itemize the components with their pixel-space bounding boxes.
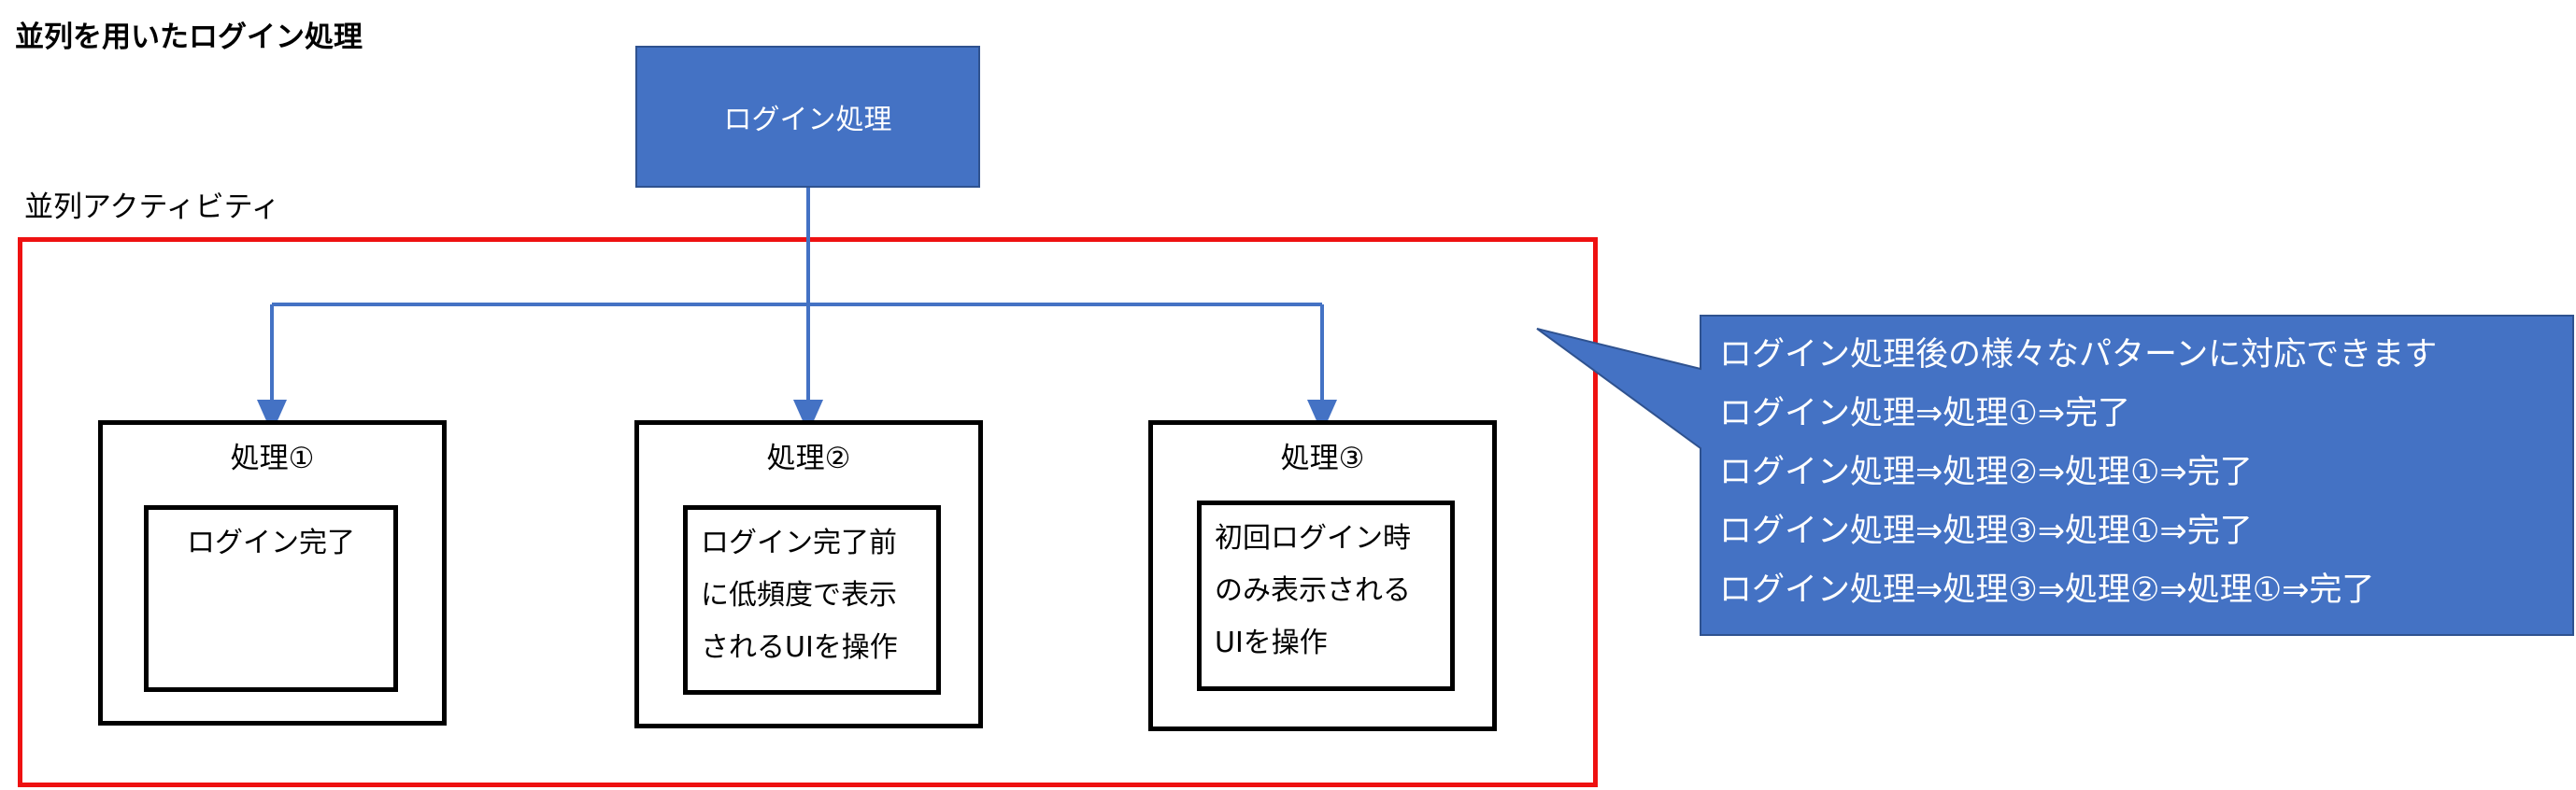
process-3-line: 初回ログイン時 bbox=[1215, 522, 1411, 555]
process-3-label: 処理③ bbox=[1280, 442, 1365, 475]
process-1-line: ログイン完了 bbox=[187, 527, 355, 559]
process-1-label: 処理① bbox=[230, 442, 315, 475]
process-2-detail-box: ログイン完了前 に低頻度で表示 されるUIを操作 bbox=[683, 505, 941, 695]
callout-shape bbox=[1536, 315, 2574, 636]
process-2-label: 処理② bbox=[766, 442, 851, 475]
login-process-label: ログイン処理 bbox=[723, 104, 892, 136]
process-3-detail-box: 初回ログイン時 のみ表示される UIを操作 bbox=[1197, 501, 1455, 691]
process-1-detail: ログイン完了 bbox=[149, 510, 393, 577]
callout-line: ログイン処理⇒処理①⇒完了 bbox=[1719, 395, 2131, 432]
login-process-box: ログイン処理 bbox=[635, 46, 980, 188]
process-3-line: UIを操作 bbox=[1215, 627, 1328, 659]
parallel-activity-label: 並列アクティビティ bbox=[24, 190, 280, 224]
process-2-line: ログイン完了前 bbox=[701, 527, 897, 559]
callout-line: ログイン処理⇒処理③⇒処理②⇒処理①⇒完了 bbox=[1719, 571, 2375, 609]
callout-text: ログイン処理後の様々なパターンに対応できます ログイン処理⇒処理①⇒完了 ログイ… bbox=[1702, 316, 2573, 635]
process-2-line: に低頻度で表示 bbox=[701, 579, 897, 612]
callout-line: ログイン処理⇒処理②⇒処理①⇒完了 bbox=[1719, 454, 2253, 491]
process-2-detail: ログイン完了前 に低頻度で表示 されるUIを操作 bbox=[688, 510, 936, 682]
callout-line: ログイン処理後の様々なパターンに対応できます bbox=[1719, 336, 2438, 374]
process-3-detail: 初回ログイン時 のみ表示される UIを操作 bbox=[1202, 505, 1450, 677]
process-1-detail-box: ログイン完了 bbox=[144, 505, 398, 692]
process-2-line: されるUIを操作 bbox=[701, 631, 898, 664]
process-3-line: のみ表示される bbox=[1215, 574, 1411, 607]
callout-line: ログイン処理⇒処理③⇒処理①⇒完了 bbox=[1719, 513, 2253, 550]
page-title: 並列を用いたログイン処理 bbox=[15, 21, 363, 54]
